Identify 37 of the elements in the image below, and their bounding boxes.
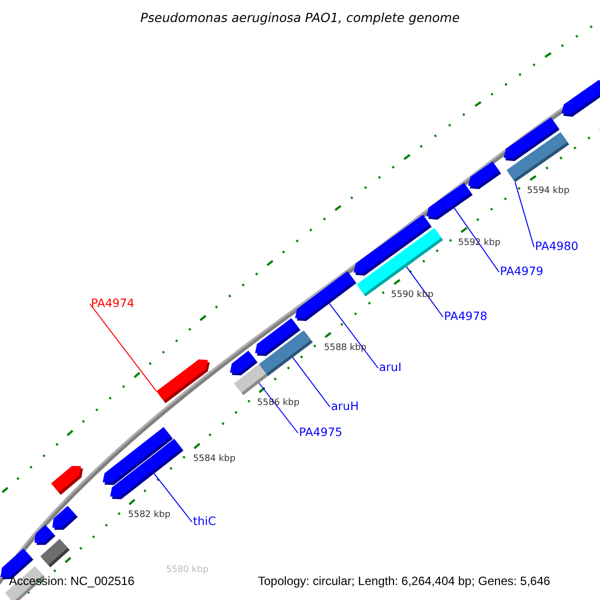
scale-label: 5582 kbp — [128, 510, 170, 520]
gene-label: PA4978 — [444, 310, 488, 324]
gene-label: thiC — [193, 515, 216, 529]
gene-feature — [156, 359, 210, 404]
gene-feature — [102, 427, 173, 486]
leader-line — [514, 182, 534, 248]
gene-feature — [51, 466, 83, 495]
gene-feature — [230, 350, 258, 376]
leader-line — [406, 266, 444, 318]
gene-feature — [504, 117, 560, 162]
scale-label: 5584 kbp — [193, 454, 236, 464]
gene-label: PA4974 — [91, 297, 134, 311]
scale-label: 5594 kbp — [527, 186, 570, 196]
gene-feature — [426, 182, 473, 220]
gene-feature — [354, 214, 432, 276]
leader-line — [90, 304, 157, 392]
leader-line — [292, 356, 330, 408]
accession-text: Accession: NC_002516 — [9, 575, 134, 589]
gene-label: aruI — [379, 361, 402, 375]
gene-feature — [255, 318, 300, 356]
gene-label: PA4975 — [299, 426, 342, 440]
gene-feature — [468, 161, 502, 190]
gene-label: PA4979 — [500, 265, 544, 279]
gene-label: aruH — [331, 400, 359, 414]
gene-label: PA4980 — [535, 240, 578, 254]
gene-feature — [295, 271, 356, 322]
gene-block — [40, 538, 70, 568]
leader-line — [154, 473, 192, 522]
gene-feature — [562, 80, 600, 117]
gene-feature — [34, 524, 56, 545]
leader-line — [328, 302, 378, 368]
gene-feature — [52, 506, 78, 530]
leader-line — [258, 382, 298, 434]
scale-label: 5580 kbp — [166, 565, 208, 576]
leader-line — [454, 207, 500, 272]
title: Pseudomonas aeruginosa PAO1, complete genome — [139, 10, 461, 25]
genome-info-text: Topology: circular; Length: 6,264,404 bp; Genes: 5,646 — [258, 575, 550, 589]
